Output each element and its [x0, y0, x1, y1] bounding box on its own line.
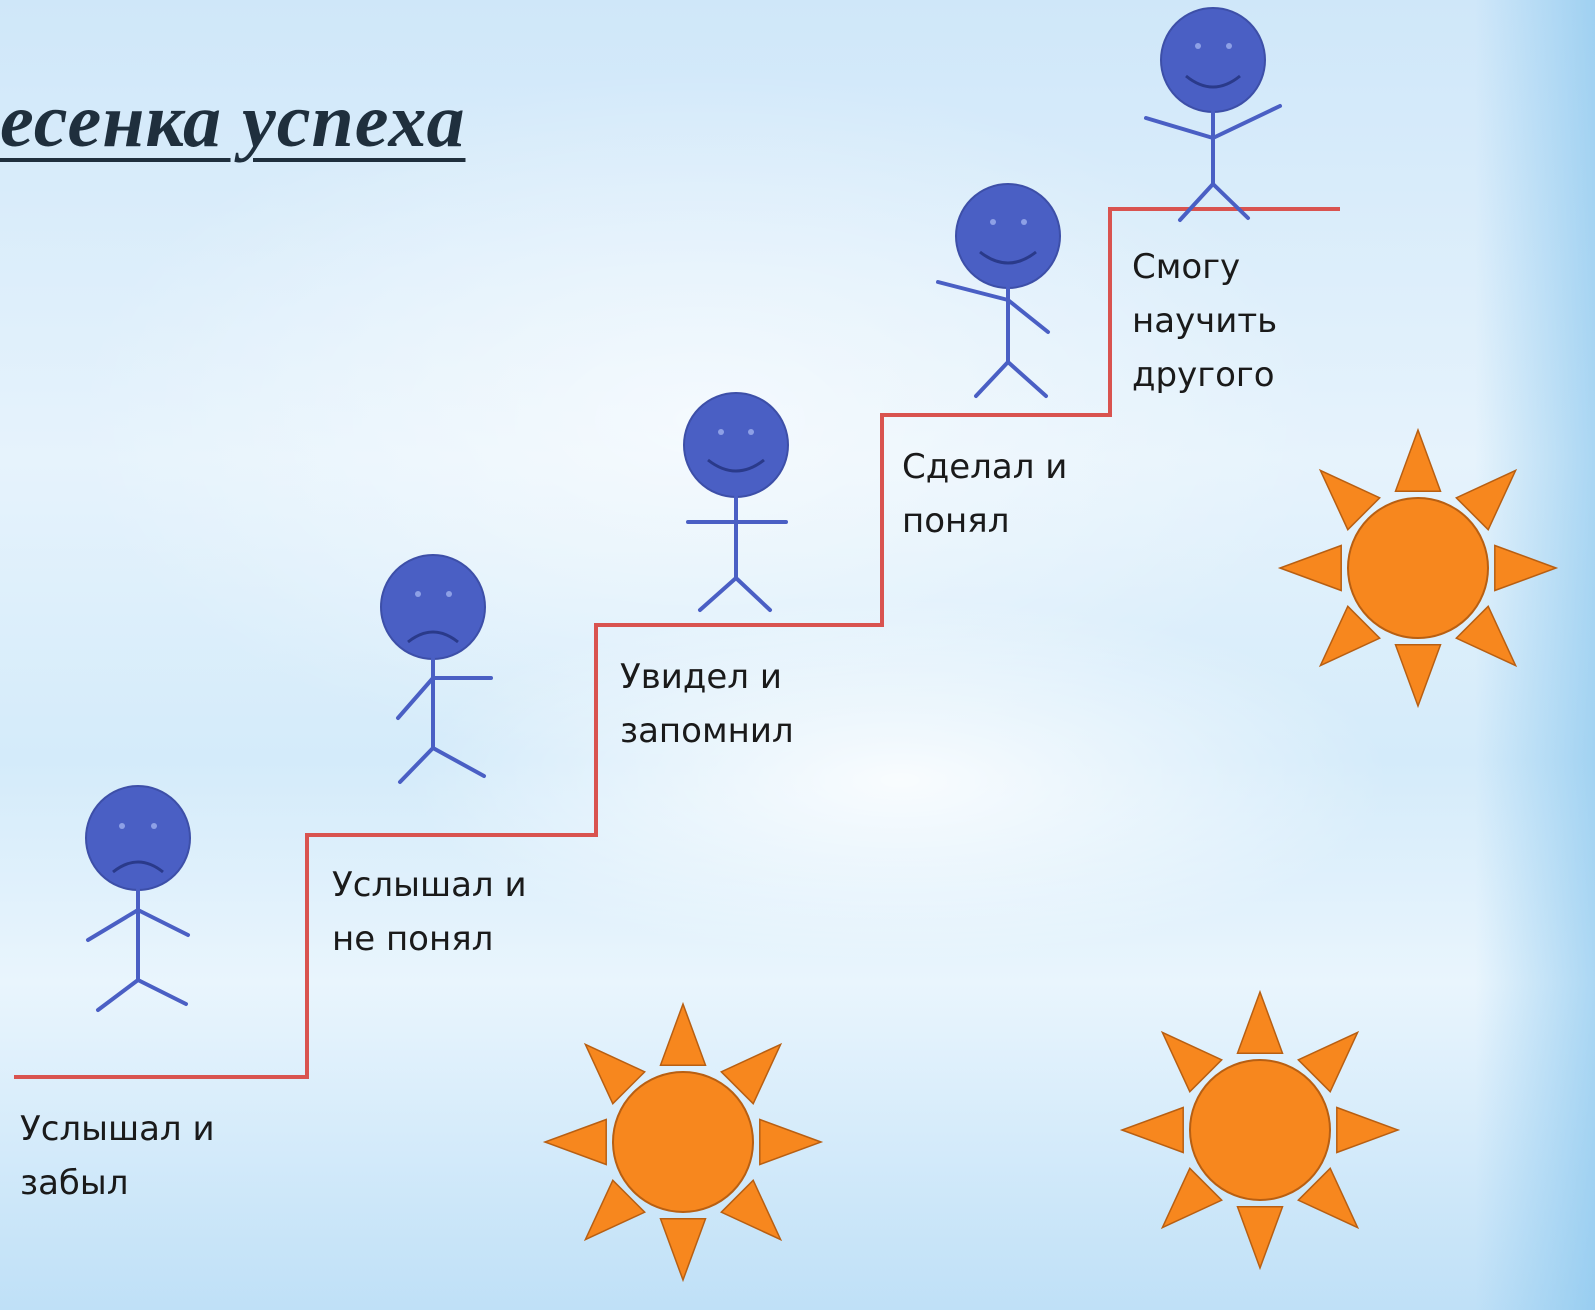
- sun-ray: [1455, 468, 1518, 531]
- step-label-line: запомнил: [620, 711, 794, 751]
- sun-ray: [1160, 1030, 1223, 1093]
- step-label-line: понял: [902, 501, 1010, 541]
- sun-ray: [1494, 544, 1559, 592]
- sun-ray: [659, 1001, 707, 1066]
- sun-ray: [759, 1118, 824, 1166]
- step-label: Услышал и не понял: [332, 858, 527, 966]
- step-label-line: не понял: [332, 919, 494, 959]
- sun-icon: [542, 1001, 824, 1283]
- sun-ray: [1236, 1206, 1284, 1271]
- page-title: есенка успеха: [0, 79, 466, 163]
- sun-ray: [1236, 989, 1284, 1054]
- staircase-line: [14, 207, 1340, 1079]
- sun-disc: [612, 1071, 754, 1213]
- step-label-line: Смогу: [1132, 247, 1241, 287]
- stick-figure-sad: [85, 785, 191, 1012]
- step-label-line: Увидел и: [620, 657, 782, 697]
- sun-ray: [720, 1179, 783, 1242]
- sun-ray: [1160, 1167, 1223, 1230]
- step-label-line: забыл: [20, 1163, 129, 1203]
- step-label: Сделал и понял: [902, 440, 1067, 548]
- sun-ray: [1394, 427, 1442, 492]
- sun-ray: [542, 1118, 607, 1166]
- sun-ray: [1318, 468, 1381, 531]
- stick-figure-sad: [380, 554, 493, 784]
- step-label: Увидел и запомнил: [620, 650, 794, 758]
- stick-figure-happy: [1144, 7, 1282, 222]
- sun-ray: [583, 1042, 646, 1105]
- sun-ray: [1318, 605, 1381, 668]
- step-label: Услышал и забыл: [20, 1102, 215, 1210]
- sun-ray: [1336, 1106, 1401, 1154]
- step-label-line: Услышал и: [332, 865, 527, 905]
- step-label-line: Сделал и: [902, 447, 1068, 487]
- sun-ray: [1455, 605, 1518, 668]
- sun-ray: [720, 1042, 783, 1105]
- sun-ray: [659, 1218, 707, 1283]
- stick-figure-happy: [683, 392, 789, 612]
- sun-ray: [1297, 1167, 1360, 1230]
- sun-disc: [1189, 1059, 1331, 1201]
- sun-ray: [1394, 644, 1442, 709]
- step-label-line: Услышал и: [20, 1109, 215, 1149]
- sun-ray: [1297, 1030, 1360, 1093]
- sun-icon: [1119, 989, 1401, 1271]
- stick-figure-happy: [936, 183, 1061, 398]
- sun-ray: [1277, 544, 1342, 592]
- step-label: Смогу научить другого: [1132, 240, 1277, 402]
- step-label-line: другого: [1132, 355, 1275, 395]
- step-label-line: научить: [1132, 301, 1278, 341]
- sun-disc: [1347, 497, 1489, 639]
- sun-ray: [583, 1179, 646, 1242]
- sun-ray: [1119, 1106, 1184, 1154]
- sun-icon: [1277, 427, 1559, 709]
